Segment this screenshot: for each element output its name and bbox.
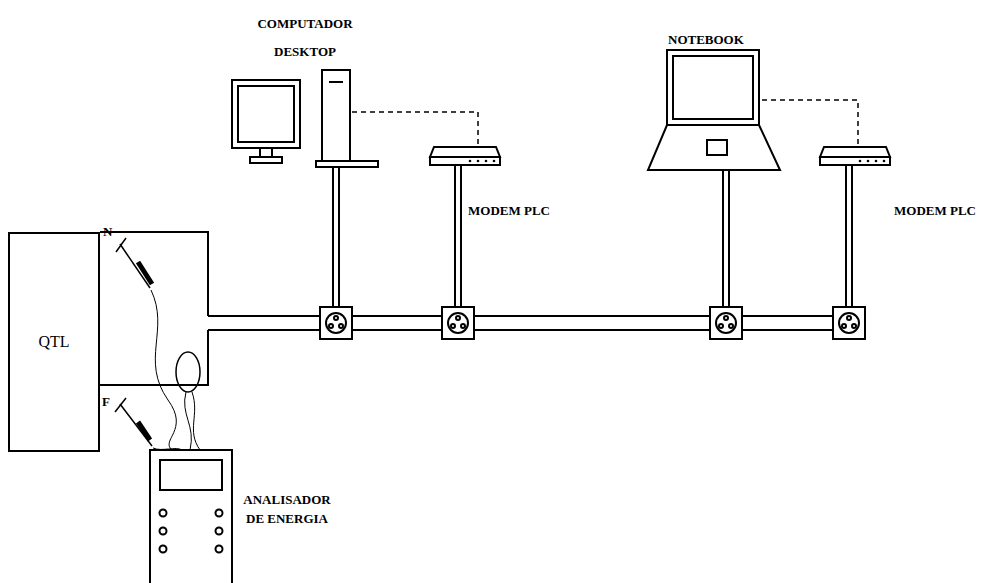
terminal-label: F: [102, 394, 110, 410]
node-label: ANALISADOR DE ENERGIA: [234, 490, 340, 528]
device-group: COMPUTADOR DESKTOP: [232, 10, 352, 167]
modem-cable: [846, 165, 852, 307]
node-label: NOTEBOOK: [668, 32, 744, 48]
modem-cable: [455, 165, 461, 307]
device-group: NOTEBOOK: [648, 32, 762, 170]
terminal-label: N: [103, 224, 112, 240]
probe-wires: [115, 238, 200, 450]
notebook-computer: [648, 50, 780, 170]
panel-box: QTL: [8, 232, 100, 452]
node-label: COMPUTADOR DESKTOP: [240, 10, 370, 66]
notebook-cable: [723, 170, 729, 307]
node-label: QTL: [10, 332, 98, 352]
outlets: [320, 307, 865, 339]
data-link: [352, 112, 478, 147]
device-group: MODEM PLC: [820, 147, 985, 227]
device-group: MODEM PLC: [430, 147, 550, 227]
node-label: MODEM PLC: [894, 203, 976, 219]
node-label: MODEM PLC: [468, 203, 550, 219]
enclosure-line: [100, 232, 208, 385]
desktop-computer: [232, 70, 378, 167]
desktop-cable: [333, 167, 339, 307]
data-link: [762, 100, 858, 147]
energy-analyser: [150, 450, 232, 583]
device-group: ANALISADOR DE ENERGIA: [150, 450, 340, 583]
